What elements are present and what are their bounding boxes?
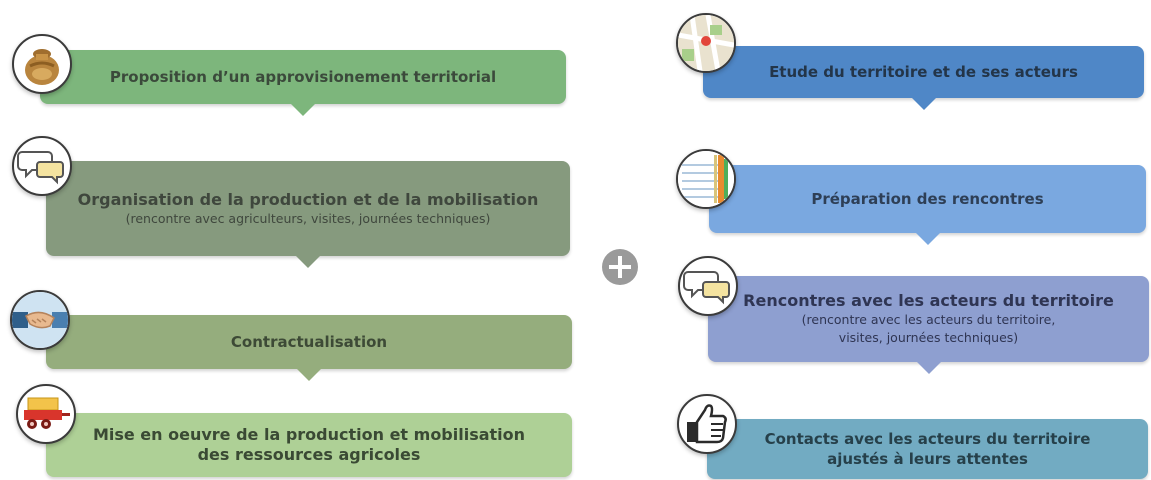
step-subtitle-line2: visites, journées techniques) [838,330,1019,345]
step-subtitle: (rencontre avec les acteurs du territoir… [801,312,1056,327]
step-subtitle: (rencontre avec agriculteurs, visites, j… [125,210,491,226]
step-title: Organisation de la production et de la m… [77,189,539,209]
step-title: Mise en oeuvre de la production et mobil… [92,425,526,444]
step-title: Etude du territoire et de ses acteurs [769,63,1078,81]
step-card-etude-territoire: Etude du territoire et de ses acteurs [703,46,1144,110]
step-pointer [296,368,322,381]
step-pointer [910,97,937,110]
step-pointer [914,232,941,245]
step-card-preparation: Préparation des rencontres [709,165,1146,245]
step-card-contractualisation: Contractualisation [46,315,572,381]
step-pointer [295,255,321,268]
step-title: Contractualisation [230,333,388,351]
map-icon [676,13,736,73]
step-title: Proposition d’un approvisionement territ… [109,68,497,86]
step-title: Rencontres avec les acteurs du territoir… [743,291,1114,310]
handshake-icon [10,290,70,350]
farm-wagon-icon [16,384,76,444]
speech-bubbles-icon [12,136,72,196]
step-card-organisation: Organisation de la production et de la m… [46,161,570,268]
step-title: Contacts avec les acteurs du territoire [764,430,1091,448]
step-card-mise-en-oeuvre: Mise en oeuvre de la production et mobil… [46,413,572,477]
step-title: Préparation des rencontres [811,190,1044,208]
thumbs-up-icon [677,394,737,454]
step-pointer [915,361,942,374]
step-card-rencontres: Rencontres avec les acteurs du territoir… [708,276,1149,374]
plus-icon [602,249,638,285]
step-card-contacts: Contacts avec les acteurs du territoire … [707,419,1148,479]
step-title-line2: ajustés à leurs attentes [827,450,1028,468]
step-pointer [290,103,316,116]
step-card-approvisionnement: Proposition d’un approvisionement territ… [40,50,566,116]
speech-bubbles-icon [678,256,738,316]
notebook-icon [676,149,736,209]
coin-sack-icon [12,34,72,94]
step-title-line2: des ressources agricoles [197,445,421,464]
